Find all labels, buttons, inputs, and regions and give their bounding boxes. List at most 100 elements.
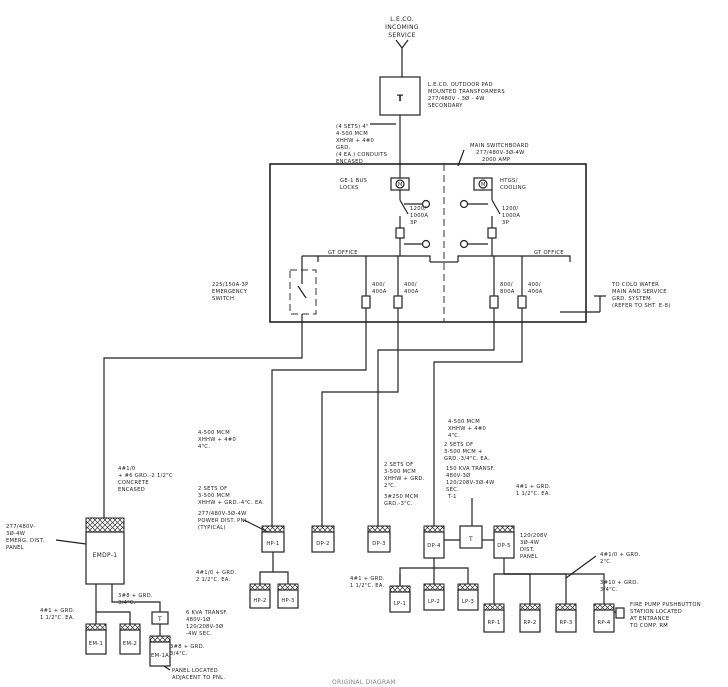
breaker-label-5: 800/ [500,282,513,288]
transformer-note-1: L.E.CO. OUTDOOR PAD [428,82,493,88]
panel-rp4 [593,609,615,633]
emerg-cond-left-2: 1 1/2"C. EA. [40,615,75,621]
panel-em-1 [85,629,107,655]
dp4-subpanels: LP-1 LP-2 LP-3 [389,583,479,613]
utility-service: L.E.CO. INCOMING SERVICE T L.E.CO. OUTDO… [336,16,505,178]
panel-lp2-label: LP-2 [428,599,440,605]
cond-c-4: 2"C. [384,483,396,489]
right-main-breaker [491,199,501,215]
feeder-lines [103,308,523,541]
panel-lp3 [457,589,479,611]
panel-lp3-label: LP-3 [462,599,474,605]
fire-pump-note-4: TO COMP. RM [629,623,668,629]
cond-b-1: 4-500 MCM [448,419,480,425]
utility-transformer [379,76,421,116]
breaker-800a [489,295,499,309]
fire-pump-cond-1: 4#1/0 + GRD. [600,552,641,558]
panel-em-1-label: EM-1 [89,641,103,647]
panel-em-1a [149,641,171,667]
panel-dp5-label: DP-5 [497,543,510,549]
emerg-panel-note-1: PANEL LOCATED [172,668,218,674]
service-conductor-6: ENCASED [336,159,363,165]
panel-rp3-label: RP-3 [560,620,573,626]
right-meter-symbol: M [481,182,486,188]
emergency-switch-label-3: SWITCH [212,296,234,302]
emergency-section: 277/480V- 3Ø-4W EMERG. DIST. PANEL EMDP-… [6,517,228,681]
main-switchboard: MAIN SWITCHBOARD 277/480V-3Ø-4W 2000 AMP… [212,143,671,323]
transformer-t1 [459,525,483,549]
emerg-xfmr-note-2: 480V-1Ø [186,616,211,623]
emerg-cond-low-1: 3#8 + GRD. [170,644,205,650]
breaker-label-3: 400/ [404,282,417,288]
cond-g-1: 4#1/0 [118,466,136,472]
emergency-feeder [103,314,303,518]
service-conductor-4: GRD. [336,145,351,151]
emerg-note-3: EMERG. DIST. [6,538,45,544]
incoming-service-label-2: INCOMING [385,24,419,31]
cond-g-4: ENCASED [118,487,145,493]
feeder-notes: 4-500 MCM XHHW + 4#0 4"C. 4-500 MCM XHHW… [118,419,551,560]
cond-h-1: 4#1 + GRD. [516,484,551,490]
distribution-panels: HP-1 DP-2 DP-3 DP-4 T DP-5 4#1/0 + GRD. … [196,498,701,629]
dp5-subpanels: RP-1 RP-2 RP-3 RP-4 [483,603,615,633]
panel-hp3 [277,589,299,609]
right-bus-label: GT OFFICE [534,250,564,256]
emerg-note-4: PANEL [6,545,24,551]
cond-g-3: CONCRETE [118,480,149,486]
emerg-xfmr-symbol: T [157,616,162,623]
emerg-note-2: 3Ø-4W [6,530,25,537]
left-meter-symbol: M [398,182,403,188]
cond-h-2: 1 1/2"C. EA. [516,491,551,497]
right-main-rating-3: 3P [502,220,509,226]
footer-caption: ORIGINAL DIAGRAM [332,679,396,686]
emerg-cond-low-2: 3/4"C. [170,651,188,657]
emerg-xfmr-note-4: -4W SEC. [186,631,212,637]
panel-dp3 [367,531,391,553]
breaker-label-7: 400/ [528,282,541,288]
hp-subpanels: HP-2 HP-3 [249,583,299,609]
left-bus [317,255,431,262]
left-bus-label: GT OFFICE [328,250,358,256]
panel-hp1-label: HP-1 [266,541,279,547]
pushbutton-station-icon [615,607,625,619]
breaker-label-4: 400A [404,289,419,295]
right-bus [457,255,571,262]
panel-dp2 [311,531,335,553]
xfmr150-3: 120/208V-3Ø-4W [446,479,495,486]
feeder-dp3 [377,308,495,526]
cond-a-1: 4-500 MCM [198,430,230,436]
ground-note-4: (REFER TO SHT. E-8) [612,303,671,309]
service-conductor-1: (4 SETS) 4" [336,124,369,130]
ground-note-2: MAIN AND SERVICE [612,289,667,295]
ground-note-1: TO COLD WATER [611,282,659,288]
panel-dp2-label: DP-2 [316,541,329,547]
panel208-note-4: PANEL [520,554,538,560]
hp-branch-note-2: 2 1/2"C. EA. [196,577,231,583]
right-main-label-1: HTGS/ [500,178,518,184]
right-main-rating-1: 1200/ [502,206,518,212]
cond-d-2: 3-500 MCM + [444,449,483,455]
incoming-service-label-1: L.E.CO. [390,16,414,23]
cond-f-2: GRD.-3"C. [384,501,413,507]
emdp1-label: EMDP-1 [93,552,118,559]
right-main-label-2: COOLING [500,185,526,191]
left-main-rating-1: 1200/ [410,206,426,212]
emerg-xfmr-note-1: 6 KVA TRANSF. [186,610,228,616]
cond-e-3: XHHW + GRD.-4"C. EA. [198,500,264,506]
cond-a-2: XHHW + 4#0 [198,437,236,443]
dp4-branch-note-1: 4#1 + GRD. [350,576,385,582]
emerg-panel-note-2: ADJACENT TO PNL. [172,675,225,681]
xfmr150-4: SEC. [446,487,459,493]
dp4-branch-note-2: 1 1/2"C. EA. [350,583,385,589]
transformer-note-2: MOUNTED TRANSFORMERS [428,89,505,95]
feeder-dp4 [433,308,523,526]
xfmr150-tag: T-1 [447,494,457,500]
emdp1-panel [85,531,125,585]
emerg-cond-right-1: 3#8 + GRD. [118,593,153,599]
service-conductor-2: 4-500 MCM [336,131,368,137]
cond-e-1: 2 SETS OF [198,486,227,492]
ground-note-3: GRD. SYSTEM [612,296,651,302]
panel208-note-3: DIST. [520,547,535,553]
cond-c-1: 2 SETS OF [384,462,413,468]
